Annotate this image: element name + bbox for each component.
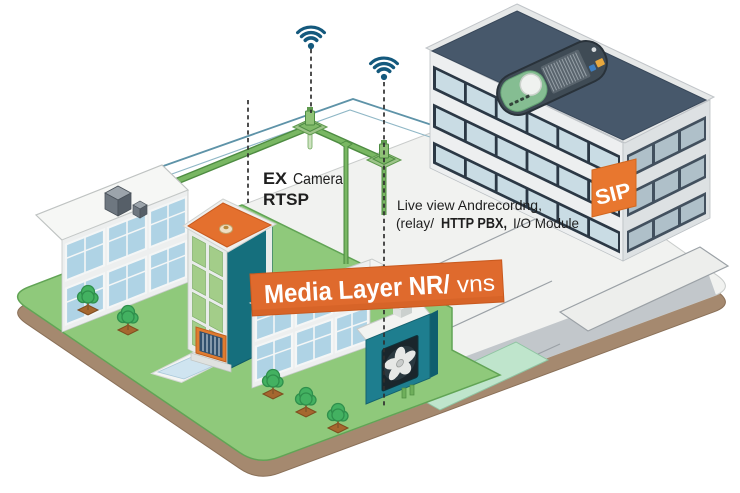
- live-view-label: Live view Andrecordng, (relay/ HTTP PBX,…: [396, 197, 579, 232]
- tree-icon: [116, 304, 140, 336]
- live-view-line2-open: (relay/: [396, 215, 434, 231]
- roof-deck-edge: [151, 98, 439, 180]
- sip-badge: SIP: [591, 158, 637, 218]
- media-layer-banner: Media Layer NR/ vns: [249, 259, 505, 317]
- dashed-links: [247, 49, 385, 407]
- intercom-dot: [591, 47, 597, 53]
- tree-icon: [76, 284, 100, 316]
- rtsp-label: RTSP: [263, 191, 309, 209]
- hvac-unit: [104, 185, 132, 217]
- sip-building-window-band: [433, 141, 620, 254]
- tree-icon: [261, 368, 285, 400]
- fan-icon: [384, 346, 416, 381]
- sip-building: SIP: [424, 3, 716, 262]
- banner-label-light: vns: [456, 269, 495, 297]
- intercom-speaker-grille: [542, 52, 587, 92]
- intercom-amber-chip: [595, 58, 605, 68]
- terrace-outline: [558, 246, 730, 332]
- wifi-icon: [296, 25, 326, 50]
- wifi-icon: [369, 56, 399, 81]
- intercom-camera-lens-icon: [519, 73, 543, 96]
- entrance-steps: [190, 352, 232, 373]
- ventilation-unit-side: [430, 310, 438, 378]
- roof-intercom-panel: [496, 40, 608, 116]
- live-view-line2-bold: HTTP PBX,: [441, 216, 507, 232]
- ex-camera-label-bold: EX: [263, 170, 287, 188]
- sip-building-side-wall: [622, 99, 711, 262]
- tree-icon: [326, 402, 350, 434]
- tree-icon: [294, 386, 318, 418]
- intercom-blue-chip: [588, 64, 597, 72]
- conduit-stub: [409, 384, 415, 396]
- intercom-buttons: [509, 94, 530, 107]
- conduit-stub: [401, 387, 407, 399]
- hvac-unit: [132, 200, 148, 219]
- antenna-mount: [291, 107, 329, 150]
- entrance-door: [190, 326, 232, 373]
- live-view-line1: Live view Andrecordng,: [397, 197, 542, 213]
- ex-camera-label-rest: Camera: [293, 171, 343, 188]
- ventilation-unit-front: [365, 313, 431, 405]
- live-view-line2-tail: I/O Module: [513, 215, 579, 231]
- dome-camera-top: [223, 225, 229, 230]
- sip-building-front-wall: [429, 49, 624, 262]
- ex-camera-label: EX Camera: [263, 170, 343, 188]
